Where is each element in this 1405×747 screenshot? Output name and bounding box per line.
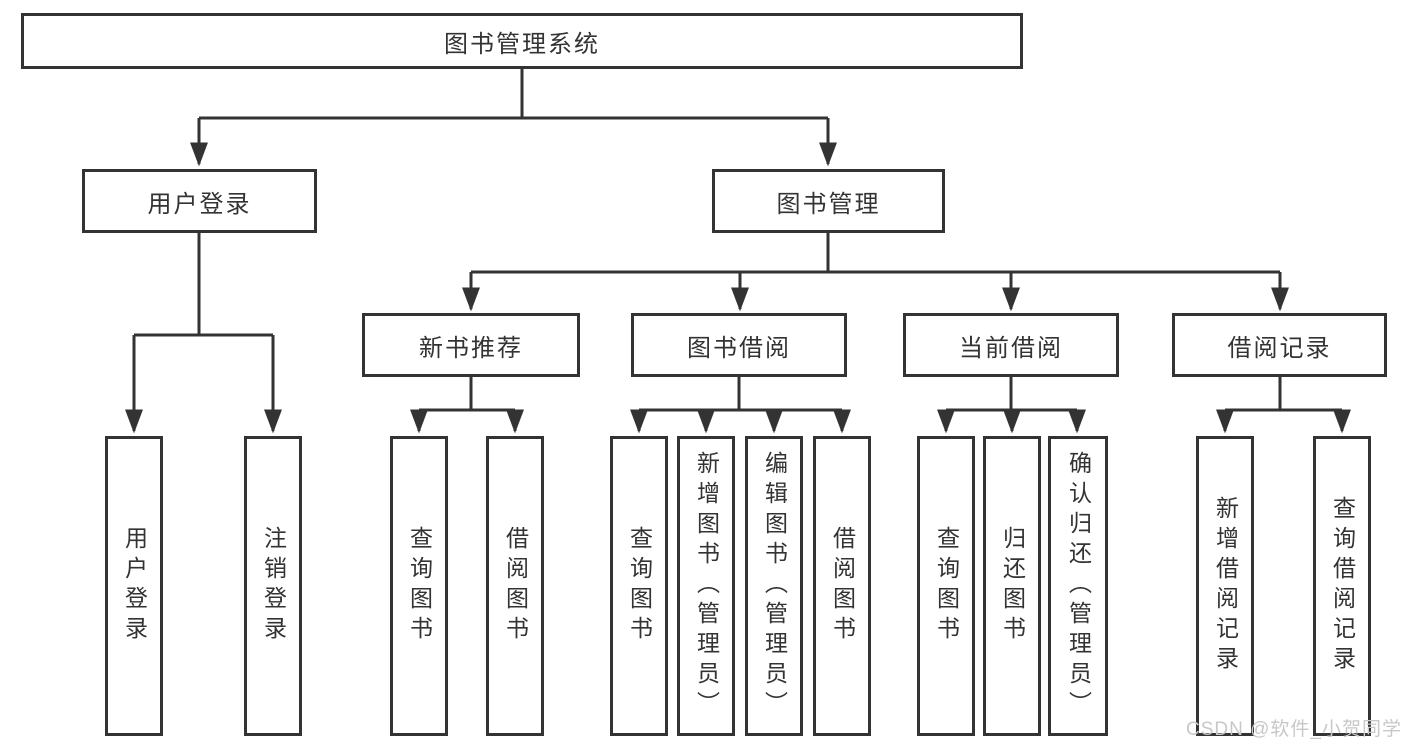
- node-book-management-label: 图书管理: [776, 190, 881, 218]
- leaf-query-borrow-record-label: 查询借阅记录: [1329, 496, 1356, 676]
- node-borrow-records: 借阅记录: [1172, 313, 1387, 377]
- leaf-add-borrow-record: 新增借阅记录: [1196, 436, 1254, 736]
- watermark-text: CSDN @软件_小贺同学: [1186, 719, 1402, 740]
- node-new-book-recommend-label: 新书推荐: [419, 334, 523, 362]
- node-current-borrow-label: 当前借阅: [959, 334, 1063, 362]
- leaf-query-books-borrow: 查询图书: [610, 436, 668, 736]
- leaf-query-books-recommend: 查询图书: [390, 436, 448, 736]
- leaf-query-books-recommend-label: 查询图书: [406, 526, 433, 646]
- node-user-login-label: 用户登录: [147, 190, 252, 218]
- leaf-query-books-current-label: 查询图书: [933, 526, 960, 646]
- leaf-edit-book-admin-label: 编辑图书（管理员）: [761, 451, 788, 721]
- leaf-borrow-books-borrow: 借阅图书: [813, 436, 871, 736]
- node-new-book-recommend: 新书推荐: [362, 313, 580, 377]
- node-root-label: 图书管理系统: [444, 30, 600, 58]
- leaf-return-book: 归还图书: [983, 436, 1041, 736]
- leaf-logout: 注销登录: [244, 436, 302, 736]
- node-book-borrow-label: 图书借阅: [687, 334, 791, 362]
- leaf-add-book-admin-label: 新增图书（管理员）: [693, 451, 720, 721]
- leaf-query-books-borrow-label: 查询图书: [626, 526, 653, 646]
- leaf-return-book-label: 归还图书: [999, 526, 1026, 646]
- node-borrow-records-label: 借阅记录: [1227, 334, 1332, 362]
- leaf-edit-book-admin: 编辑图书（管理员）: [745, 436, 803, 736]
- leaf-query-borrow-record: 查询借阅记录: [1313, 436, 1371, 736]
- node-book-management: 图书管理: [712, 169, 945, 233]
- leaf-confirm-return-admin: 确认归还（管理员）: [1048, 436, 1108, 736]
- leaf-add-book-admin: 新增图书（管理员）: [677, 436, 735, 736]
- node-root: 图书管理系统: [21, 13, 1023, 69]
- leaf-borrow-books-recommend-label: 借阅图书: [502, 526, 529, 646]
- leaf-borrow-books-borrow-label: 借阅图书: [829, 526, 856, 646]
- leaf-add-borrow-record-label: 新增借阅记录: [1212, 496, 1239, 676]
- leaf-query-books-current: 查询图书: [917, 436, 975, 736]
- leaf-confirm-return-admin-label: 确认归还（管理员）: [1065, 451, 1092, 721]
- node-current-borrow: 当前借阅: [903, 313, 1119, 377]
- node-user-login: 用户登录: [82, 169, 317, 233]
- node-book-borrow: 图书借阅: [631, 313, 847, 377]
- leaf-user-login: 用户登录: [105, 436, 163, 736]
- leaf-logout-label: 注销登录: [260, 526, 287, 646]
- leaf-user-login-label: 用户登录: [121, 526, 148, 646]
- leaf-borrow-books-recommend: 借阅图书: [486, 436, 544, 736]
